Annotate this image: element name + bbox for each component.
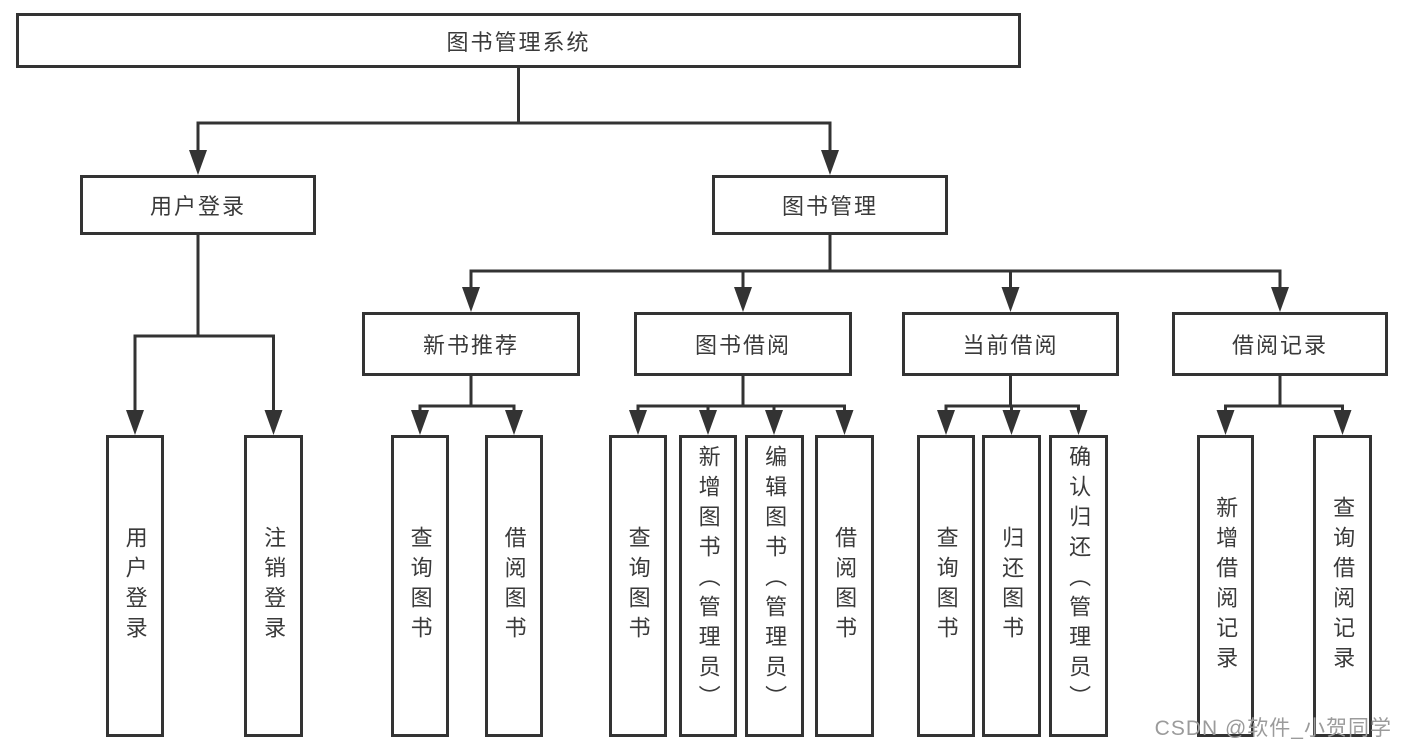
- leaf-borrow-add-books-admin-label: 新增图书（管理员）: [695, 445, 721, 715]
- leaf-borrow-edit-books-admin-label: 编辑图书（管理员）: [762, 445, 788, 715]
- leaf-recommend-borrow-books-label: 借阅图书: [501, 526, 527, 646]
- leaf-recommend-borrow-books: 借阅图书: [485, 435, 543, 737]
- node-new-book-recommend-label: 新书推荐: [422, 333, 519, 358]
- node-book-management: 图书管理: [712, 175, 948, 235]
- leaf-borrow-add-books-admin: 新增图书（管理员）: [679, 435, 737, 737]
- leaf-records-add-record-label: 新增借阅记录: [1213, 496, 1239, 676]
- leaf-recommend-query-books-label: 查询图书: [407, 526, 433, 646]
- leaf-borrow-query-books-label: 查询图书: [625, 526, 651, 646]
- leaf-current-confirm-return-admin: 确认归还（管理员）: [1049, 435, 1108, 737]
- leaf-borrow-borrow-books: 借阅图书: [815, 435, 874, 737]
- node-book-borrow: 图书借阅: [634, 312, 852, 376]
- node-root-label: 图书管理系统: [446, 29, 591, 55]
- leaf-borrow-query-books: 查询图书: [609, 435, 667, 737]
- leaf-recommend-query-books: 查询图书: [391, 435, 449, 737]
- leaf-user-login: 用户登录: [106, 435, 164, 737]
- leaf-current-query-books-label: 查询图书: [933, 526, 959, 646]
- leaf-user-login-label: 用户登录: [122, 526, 148, 646]
- node-current-borrow: 当前借阅: [902, 312, 1119, 376]
- node-borrow-records: 借阅记录: [1172, 312, 1388, 376]
- leaf-borrow-borrow-books-label: 借阅图书: [832, 526, 858, 646]
- leaf-current-query-books: 查询图书: [917, 435, 975, 737]
- leaf-current-return-books: 归还图书: [982, 435, 1041, 737]
- node-user-login-label: 用户登录: [149, 194, 246, 219]
- leaf-current-confirm-return-admin-label: 确认归还（管理员）: [1066, 445, 1092, 715]
- csdn-watermark: CSDN @软件_小贺同学: [1154, 717, 1392, 740]
- node-borrow-records-label: 借阅记录: [1231, 333, 1328, 358]
- leaf-borrow-edit-books-admin: 编辑图书（管理员）: [745, 435, 804, 737]
- leaf-records-query-record: 查询借阅记录: [1313, 435, 1372, 737]
- leaf-records-add-record: 新增借阅记录: [1197, 435, 1254, 737]
- node-current-borrow-label: 当前借阅: [962, 333, 1059, 358]
- leaf-logout-label: 注销登录: [261, 526, 287, 646]
- node-root: 图书管理系统: [16, 13, 1021, 68]
- leaf-current-return-books-label: 归还图书: [999, 526, 1025, 646]
- node-book-borrow-label: 图书借阅: [694, 333, 791, 358]
- leaf-records-query-record-label: 查询借阅记录: [1330, 496, 1356, 676]
- node-new-book-recommend: 新书推荐: [362, 312, 580, 376]
- leaf-logout: 注销登录: [244, 435, 303, 737]
- node-book-management-label: 图书管理: [781, 194, 878, 219]
- node-user-login: 用户登录: [80, 175, 316, 235]
